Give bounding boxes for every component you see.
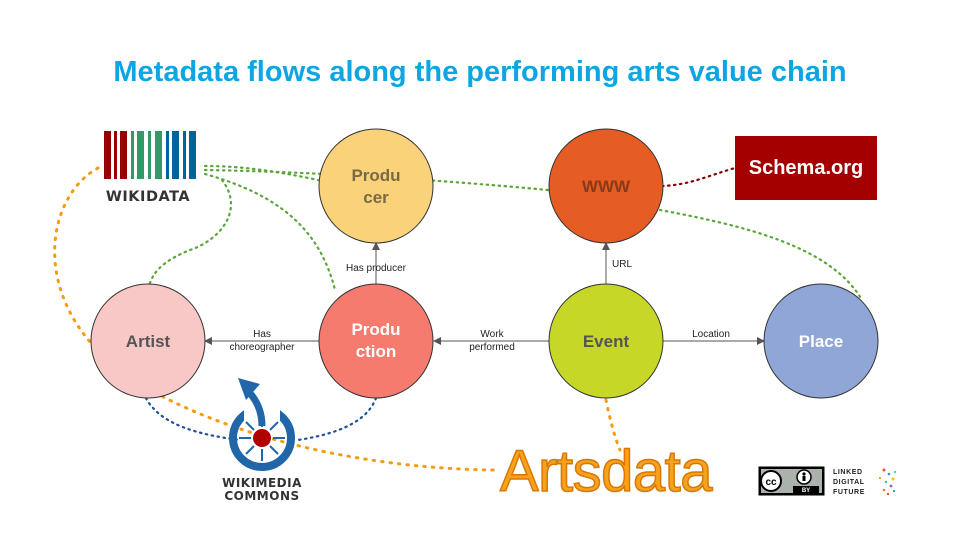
- link-www-place: [658, 208, 864, 302]
- link-wikidata-production: [203, 172, 337, 292]
- link-artist-commons: [144, 396, 242, 442]
- commons-blue-links: [144, 396, 378, 442]
- schema-org-wordmark: Schema.org: [748, 156, 864, 179]
- wikimedia-wordmark-1: WIKIMEDIA: [222, 476, 302, 490]
- wikimedia-commons-icon: [229, 378, 295, 471]
- wikidata-wordmark: WIKIDATA: [106, 189, 190, 205]
- edge-label-url: URL: [612, 259, 632, 270]
- node-event-circle: [548, 283, 664, 399]
- node-www-label: WWW: [582, 177, 631, 196]
- link-wikidata-artsdata: [53, 166, 502, 472]
- node-production-circle: [318, 283, 434, 399]
- node-producer: Produ cer: [318, 128, 434, 244]
- ldf-dots-icon: [878, 468, 896, 496]
- cc-icon-text: cc: [765, 477, 777, 488]
- orange-links: [53, 166, 622, 472]
- schema-org-logo: Schema.org: [735, 136, 877, 200]
- ldf-line-3: FUTURE: [833, 489, 865, 496]
- node-event-label: Event: [583, 332, 630, 351]
- node-www-circle: [548, 128, 664, 244]
- by-text: BY: [802, 488, 810, 494]
- link-production-commons: [296, 396, 378, 442]
- wikimedia-commons-logo: WIKIMEDIA COMMONS: [222, 378, 302, 503]
- link-wikidata-producer: [203, 164, 320, 182]
- edge-label-work-performed-2: performed: [469, 342, 515, 353]
- edge-label-work-performed-1: Work: [480, 329, 504, 340]
- edge-label-has-choreographer-1: Has: [253, 329, 271, 340]
- wikidata-logo: WIKIDATA: [104, 131, 196, 205]
- ldf-line-1: LINKED: [833, 469, 863, 476]
- node-artist-label: Artist: [126, 332, 171, 351]
- node-production-label-1: Produ: [351, 320, 400, 339]
- node-artist-circle: [90, 283, 206, 399]
- cc-icon: [760, 470, 782, 492]
- node-production-label-2: ction: [356, 342, 397, 361]
- wikidata-barcode-icon: [104, 131, 196, 179]
- node-place: Place: [763, 283, 879, 399]
- wikimedia-wordmark-2: COMMONS: [224, 489, 299, 503]
- link-www-schema: [660, 166, 737, 188]
- cc-by-badge: cc BY: [758, 466, 825, 496]
- node-producer-label-1: Produ: [351, 166, 400, 185]
- linked-digital-future-logo: LINKED DIGITAL FUTURE: [833, 468, 896, 496]
- node-place-circle: [763, 283, 879, 399]
- node-event: Event: [548, 283, 664, 399]
- edge-label-has-producer: Has producer: [346, 263, 407, 274]
- artsdata-wordmark: Artsdata: [499, 438, 713, 505]
- node-producer-circle: [318, 128, 434, 244]
- node-www: WWW: [548, 128, 664, 244]
- relation-arrows: [204, 242, 765, 345]
- artsdata-logo: Artsdata: [499, 437, 713, 507]
- edge-label-location: Location: [692, 329, 730, 340]
- link-wikidata-artist: [146, 178, 233, 294]
- node-production: Produ ction: [318, 283, 434, 399]
- node-producer-label-2: cer: [363, 188, 389, 207]
- page-title: Metadata flows along the performing arts…: [113, 56, 847, 88]
- edge-label-has-choreographer-2: choreographer: [229, 342, 295, 353]
- node-artist: Artist: [90, 283, 206, 399]
- node-place-label: Place: [799, 332, 843, 351]
- ldf-line-2: DIGITAL: [833, 479, 865, 486]
